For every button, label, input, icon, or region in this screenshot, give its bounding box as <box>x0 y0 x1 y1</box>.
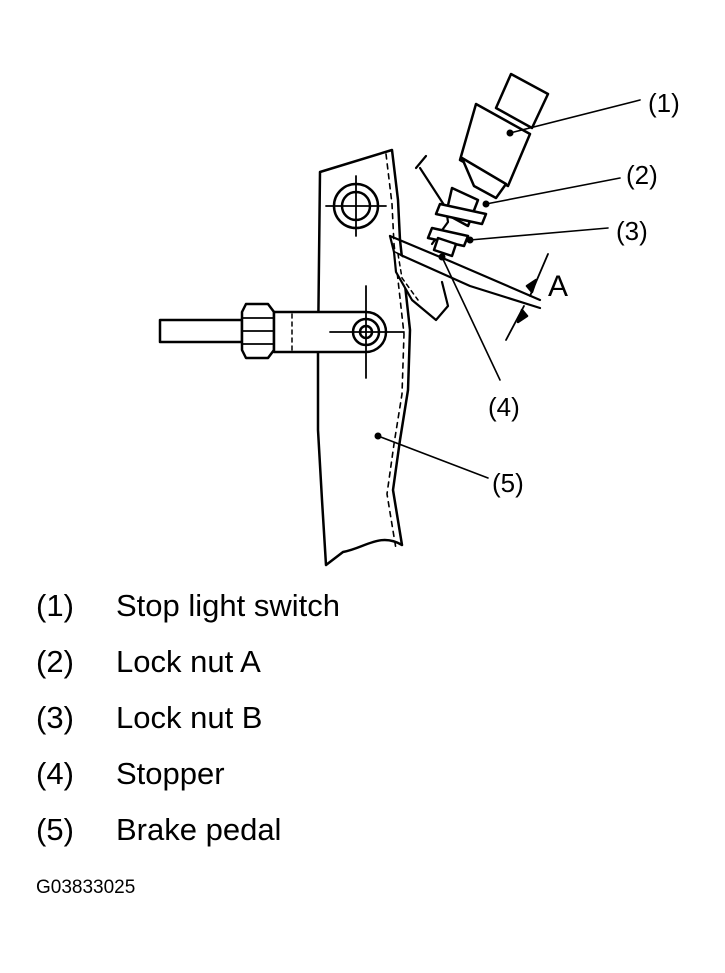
legend-number: (5) <box>36 812 74 847</box>
callout-label-4: (4) <box>488 392 520 422</box>
legend-label: Lock nut A <box>116 644 261 679</box>
leader-line-4 <box>441 256 501 381</box>
legend-label: Stop light switch <box>116 588 340 623</box>
callout-label-2: (2) <box>626 160 658 190</box>
leader-line-2 <box>485 177 621 205</box>
callout-dot-3 <box>466 236 474 244</box>
legend-label: Lock nut B <box>116 700 263 735</box>
leader-line-1 <box>509 99 641 134</box>
callout-label-1: (1) <box>648 88 680 118</box>
legend-number: (1) <box>36 588 74 623</box>
brake-pedal-arm <box>316 148 412 567</box>
callout-dot-1 <box>506 129 514 137</box>
leader-line-5 <box>377 435 489 479</box>
dimension-a-marker <box>505 253 549 341</box>
callout-dot-4 <box>438 253 446 261</box>
callout-label-5: (5) <box>492 468 524 498</box>
legend-number: (3) <box>36 700 74 735</box>
pushrod-clevis <box>158 285 405 379</box>
leader-line-3 <box>469 227 609 241</box>
callout-label-3: (3) <box>616 216 648 246</box>
callout-dot-5 <box>374 432 382 440</box>
figure-code: G03833025 <box>36 877 136 898</box>
legend-number: (2) <box>36 644 74 679</box>
legend-label: Brake pedal <box>116 812 282 847</box>
dimension-a-label: A <box>548 270 568 303</box>
stop-light-switch <box>426 72 550 258</box>
legend-number: (4) <box>36 756 74 791</box>
stop-light-switch-diagram: (1) (2) (3) (4) (5) A <box>158 72 680 567</box>
legend-label: Stopper <box>116 756 225 791</box>
leader-lines <box>377 99 641 479</box>
callout-dot-2 <box>482 200 490 208</box>
